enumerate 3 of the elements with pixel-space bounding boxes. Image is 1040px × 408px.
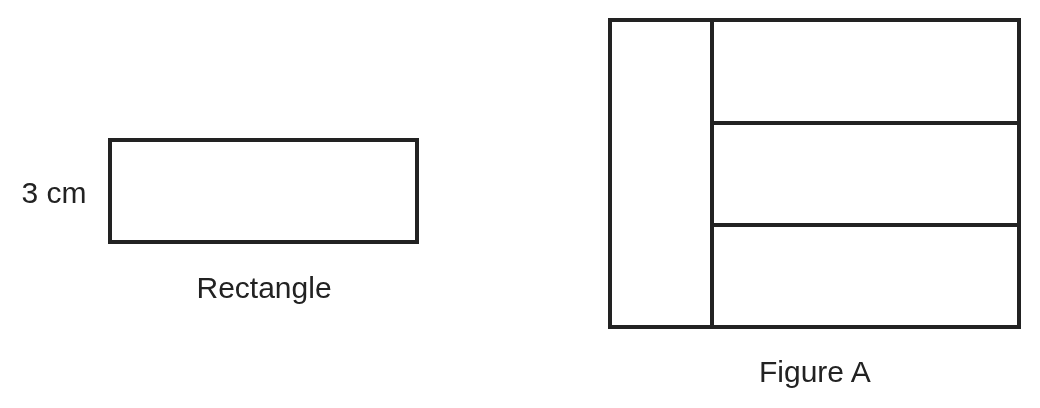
figure-caption: Figure A xyxy=(759,357,871,387)
figure-caption: Rectangle xyxy=(196,273,332,303)
dimension-label: 3 cm xyxy=(21,178,87,208)
